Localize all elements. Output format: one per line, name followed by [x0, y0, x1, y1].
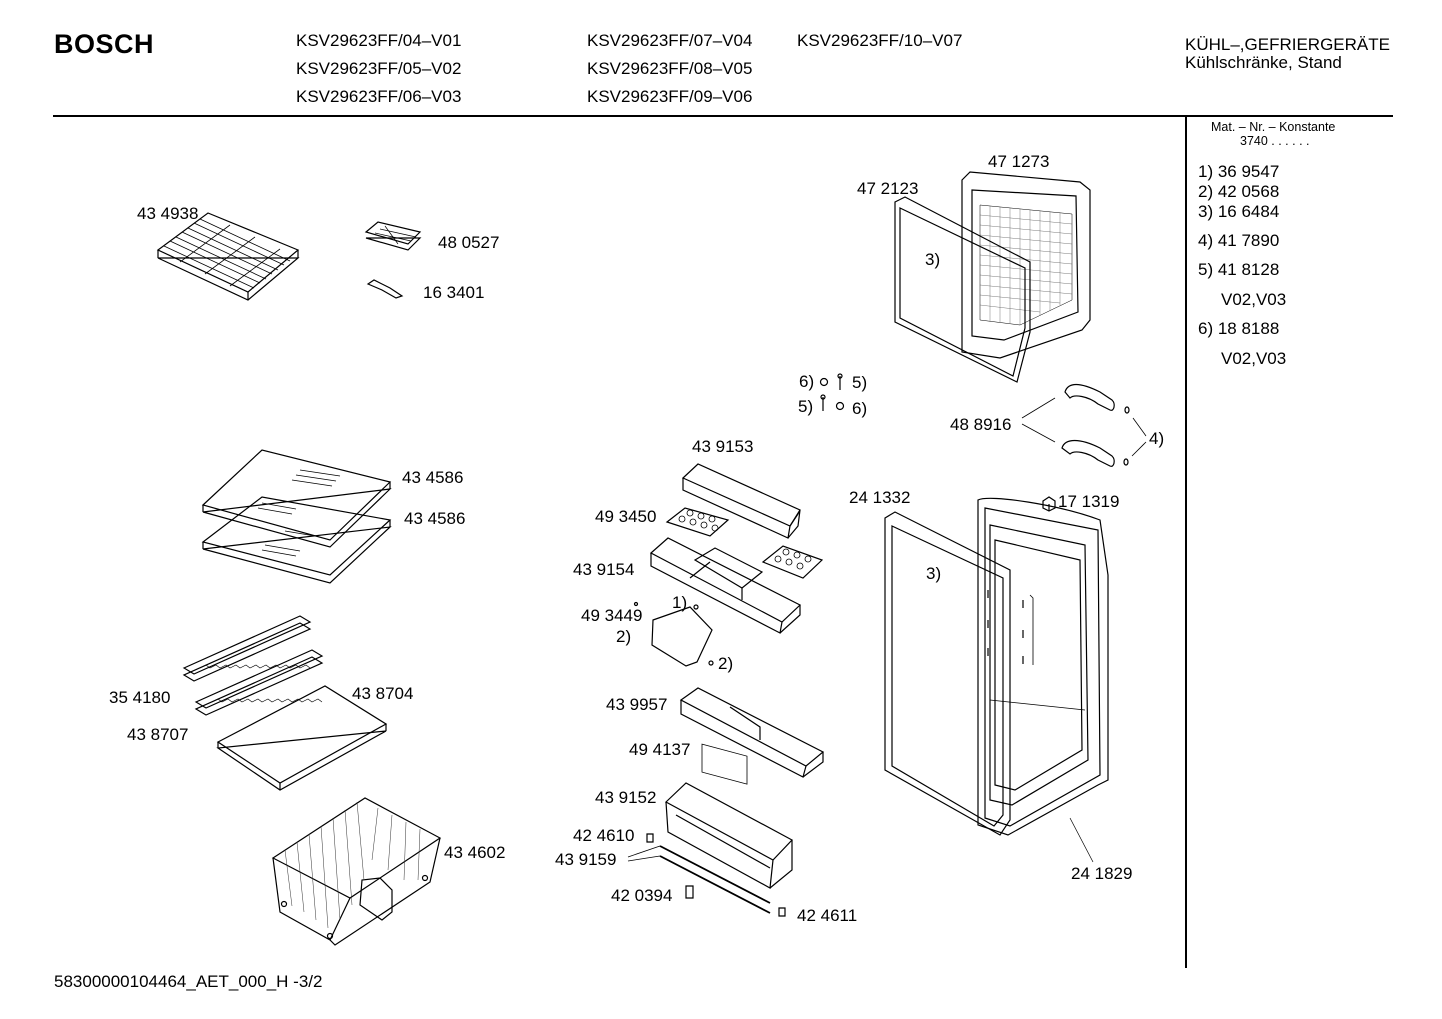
ref-label: 5)	[852, 373, 868, 392]
part-label: 47 1273	[988, 152, 1050, 171]
part-label: 49 3449	[581, 606, 643, 625]
brand-logo: BOSCH	[54, 29, 155, 59]
part-label: 43 9152	[595, 788, 657, 807]
sidebar-entry: 3) 16 6484	[1198, 202, 1280, 221]
part-label: 43 9159	[555, 850, 617, 869]
category-title: KÜHL–,GEFRIERGERÄTE	[1185, 35, 1390, 54]
freezer-door-drawing	[962, 172, 1090, 358]
model-number: KSV29623FF/06–V03	[296, 87, 462, 106]
clip-drawing	[647, 834, 653, 842]
egg-tray-drawing	[667, 508, 822, 578]
sidebar-entry: 2) 42 0568	[1198, 182, 1280, 201]
part-label: 24 1829	[1071, 864, 1133, 883]
ref-label: 4)	[1149, 429, 1165, 448]
bottle-shelf-drawing	[666, 783, 792, 888]
freezer-gasket-drawing	[895, 197, 1030, 382]
model-number: KSV29623FF/08–V05	[587, 59, 753, 78]
part-label: 35 4180	[109, 688, 171, 707]
ref-label: 3)	[925, 250, 941, 269]
sidebar-title: Mat. – Nr. – Konstante	[1211, 120, 1336, 134]
sidebar-entry: 5) 41 8128	[1198, 260, 1280, 279]
ref-label: 6)	[799, 372, 815, 391]
sidebar-constant: 3740 . . . . . .	[1240, 134, 1310, 148]
sidebar-entry: V02,V03	[1221, 349, 1287, 368]
part-label: 49 3450	[595, 507, 657, 526]
part-label: 43 4586	[404, 509, 466, 528]
part-label: 49 4137	[629, 740, 691, 759]
part-label: 43 8707	[127, 725, 189, 744]
part-label: 42 4611	[797, 906, 858, 925]
model-number: KSV29623FF/04–V01	[296, 31, 462, 50]
part-label: 43 9153	[692, 437, 754, 456]
ref-label: 6)	[852, 399, 868, 418]
part-label: 43 9154	[573, 560, 635, 579]
clip-drawing	[686, 886, 693, 898]
fridge-door-drawing	[978, 498, 1108, 835]
door-handle-drawing	[1022, 385, 1146, 467]
model-number: KSV29623FF/10–V07	[797, 31, 963, 50]
part-label: 43 4938	[137, 204, 199, 223]
bottle-rail-drawing	[628, 846, 770, 913]
shelf-rail-drawing	[184, 616, 322, 715]
sidebar-entry: 4) 41 7890	[1198, 231, 1280, 250]
door-shelf-lower-drawing	[681, 688, 823, 777]
clip-drawing	[779, 908, 785, 916]
document-id: 58300000104464_AET_000_H -3/2	[54, 972, 323, 991]
model-number: KSV29623FF/09–V06	[587, 87, 753, 106]
part-label: 48 0527	[438, 233, 500, 252]
model-number: KSV29623FF/05–V02	[296, 59, 462, 78]
ref-label: 2)	[616, 627, 632, 646]
part-label: 42 0394	[611, 886, 673, 905]
sidebar-entry: 6) 18 8188	[1198, 319, 1280, 338]
wire-shelf-drawing	[158, 213, 298, 300]
leader-line	[1070, 818, 1093, 862]
ref-label: 3)	[926, 564, 942, 583]
sidebar-entry: 1) 36 9547	[1198, 162, 1280, 181]
part-label: 17 1319	[1058, 492, 1120, 511]
part-label: 42 4610	[573, 826, 635, 845]
part-label: 43 4602	[444, 843, 506, 862]
crisper-cover-drawing	[218, 686, 386, 790]
screw-drawing	[821, 374, 844, 411]
ice-scraper-drawing	[368, 280, 402, 298]
sidebar-entry: V02,V03	[1221, 290, 1287, 309]
category-subtitle: Kühlschränke, Stand	[1185, 53, 1342, 72]
crisper-drawer-drawing	[273, 798, 440, 945]
part-label: 47 2123	[857, 179, 919, 198]
ref-label: 2)	[718, 654, 734, 673]
door-shelf-middle-drawing	[651, 538, 800, 633]
part-label: 43 8704	[352, 684, 414, 703]
ref-label: 1)	[672, 593, 688, 612]
door-flap-drawing	[635, 603, 714, 667]
part-label: 16 3401	[423, 283, 485, 302]
door-shelf-top-drawing	[683, 464, 800, 538]
part-label: 24 1332	[849, 488, 911, 507]
ref-label: 5)	[798, 397, 814, 416]
bracket-drawing	[1043, 497, 1055, 511]
fridge-gasket-drawing	[885, 512, 1010, 835]
part-label: 43 9957	[606, 695, 668, 714]
part-label: 48 8916	[950, 415, 1012, 434]
glass-shelf-drawing	[203, 450, 390, 583]
shelf-label-drawing	[702, 744, 747, 784]
ice-tray-drawing	[366, 222, 420, 250]
part-label: 43 4586	[402, 468, 464, 487]
model-number: KSV29623FF/07–V04	[587, 31, 753, 50]
